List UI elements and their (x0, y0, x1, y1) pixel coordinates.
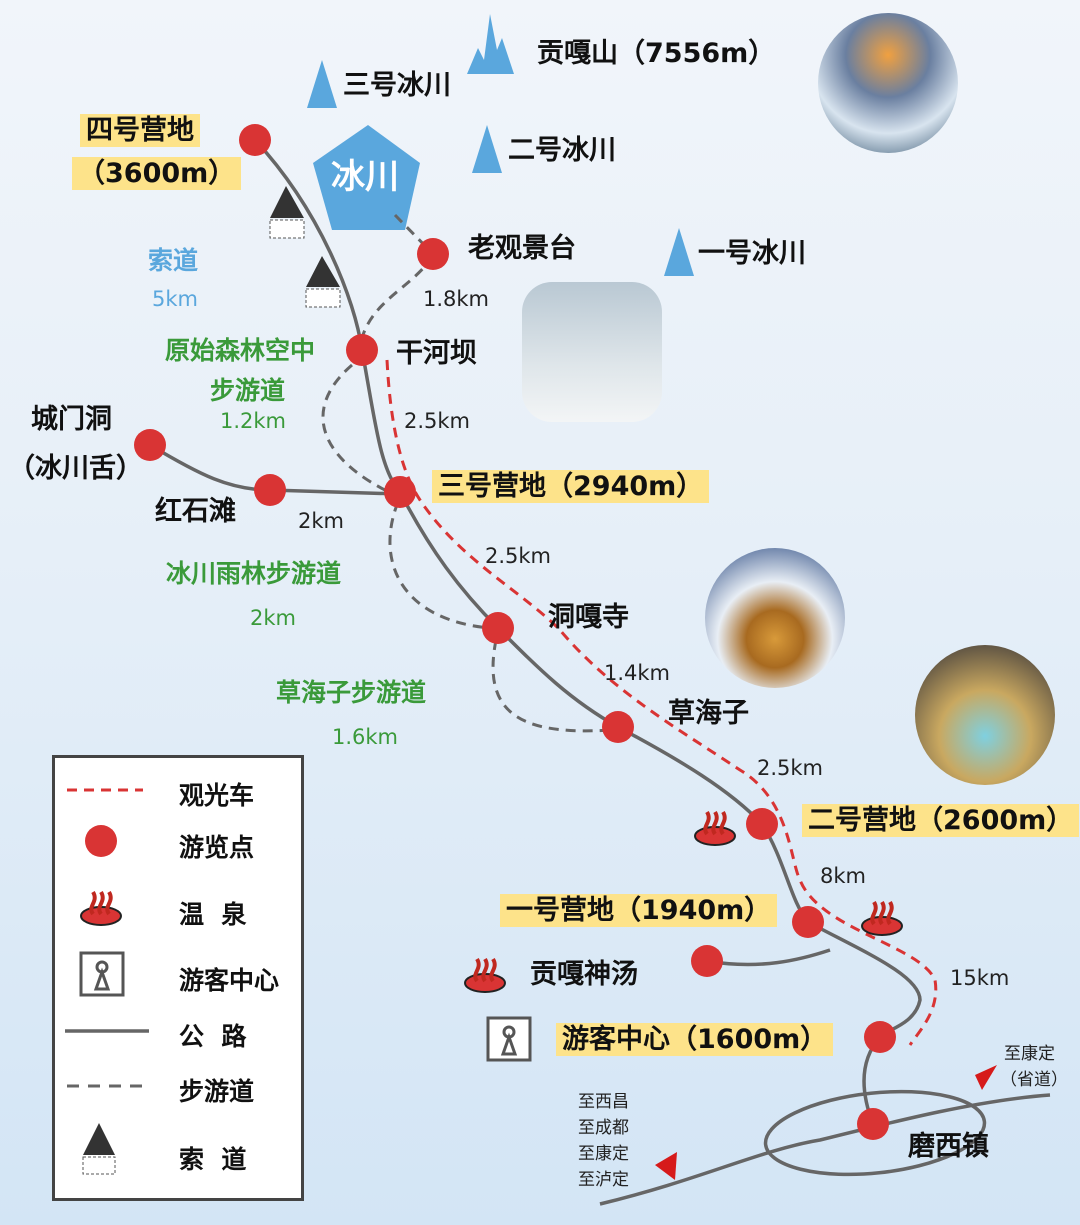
ropeway-icon (269, 186, 341, 308)
legend-hotspring-icon (80, 890, 122, 926)
glacier3-peak-icon (307, 60, 337, 108)
temple-photo (705, 548, 845, 688)
distance-camp1: 15km (950, 966, 1010, 990)
legend-visitor-icon (79, 951, 125, 997)
spot-visitor-center (864, 1021, 896, 1053)
legend-hotspring-label: 温 泉 (179, 900, 247, 929)
distance-camp3: 2.5km (485, 544, 552, 568)
legend-trail-label: 步游道 (179, 1077, 255, 1106)
gongga-photo (818, 13, 958, 153)
to-kangding-label: 至康定 (1004, 1044, 1055, 1064)
legend-road-label: 公 路 (179, 1022, 247, 1051)
donggasi-label: 洞嘎寺 (548, 602, 629, 633)
to-xichang: 至西昌 (578, 1092, 629, 1112)
glacier-pentagon-icon (313, 125, 420, 230)
arrow-kangding-icon (975, 1065, 997, 1090)
ganheba-label: 干河坝 (396, 338, 477, 369)
distance-camp2: 8km (820, 864, 866, 888)
caohaizi-label: 草海子 (668, 698, 749, 729)
forest-trail-label-1: 原始森林空中 (165, 336, 316, 365)
camp1-label: 一号营地（1940m） (500, 894, 778, 927)
ropeway-km: 5km (152, 287, 198, 311)
trail-paths (321, 213, 613, 733)
glacier1-label: 一号冰川 (698, 238, 806, 269)
moxi-label: 磨西镇 (908, 1131, 989, 1162)
distance-donggasi: 1.4km (604, 661, 671, 685)
camp3-label: 三号营地（2940m） (432, 470, 710, 503)
spot-hongshitan (254, 474, 286, 506)
spot-shentang (691, 945, 723, 977)
camp4-label: 四号营地 (80, 114, 200, 147)
gongga-peak-icon (467, 14, 522, 74)
legend-spot-icon (85, 825, 117, 857)
distance-ganheba: 2.5km (404, 409, 471, 433)
visitor-center-label: 游客中心（1600m） (556, 1023, 834, 1056)
bus-route (385, 359, 938, 1046)
to-luding: 至泸定 (578, 1170, 629, 1190)
spot-camp2 (746, 808, 778, 840)
gongga-label: 贡嘎山（7556m） (537, 38, 776, 69)
spot-camp3 (384, 476, 416, 508)
to-kangding-sub: （省道） (1000, 1070, 1068, 1090)
legend-ropeway-icon (82, 1123, 116, 1175)
spot-ganheba (346, 334, 378, 366)
old-viewpoint-label: 老观景台 (468, 233, 576, 264)
glacier-center-label: 冰川 (331, 157, 399, 197)
spot-camp4 (239, 124, 271, 156)
legend-spot-label: 游览点 (179, 833, 255, 862)
spot-donggasi (482, 612, 514, 644)
to-chengdu: 至成都 (578, 1118, 629, 1138)
shentang-label: 贡嘎神汤 (530, 959, 638, 990)
spot-camp1 (792, 906, 824, 938)
camp2-label: 二号营地（2600m） (802, 804, 1080, 837)
caohaizi-trail-label: 草海子步游道 (276, 678, 427, 707)
legend-bus-label: 观光车 (179, 781, 255, 810)
legend-symbols (65, 788, 149, 1175)
ropeway-label: 索道 (148, 246, 199, 275)
distance-viewpoint: 1.8km (423, 287, 490, 311)
rainforest-trail-km: 2km (250, 606, 296, 630)
to-kangding: 至康定 (578, 1144, 629, 1164)
hotspring-icon (464, 810, 903, 993)
glacier2-label: 二号冰川 (508, 135, 616, 166)
legend-ropeway-label: 索 道 (179, 1145, 247, 1174)
arrow-west-icon (655, 1152, 677, 1180)
hongshitan-label: 红石滩 (155, 496, 236, 527)
spot-chengmendong (134, 429, 166, 461)
spot-moxi (857, 1108, 889, 1140)
glacier2-peak-icon (472, 125, 502, 173)
forest-trail-km: 1.2km (220, 409, 287, 433)
legend: 观光车 游览点 温 泉 游客中心 公 路 步游道 索 道 (52, 755, 304, 1201)
caohaizi-trail-km: 1.6km (332, 725, 399, 749)
camp4-altitude: （3600m） (72, 157, 242, 190)
tree-photo (522, 282, 662, 422)
glacier3-label: 三号冰川 (343, 70, 451, 101)
spot-caohaizi (602, 711, 634, 743)
visitor-center-icon (486, 1016, 532, 1062)
spot-markers[interactable] (134, 124, 896, 1140)
chengmendong-sub: （冰川舌） (8, 453, 143, 484)
legend-visitor-label: 游客中心 (179, 966, 280, 995)
rainforest-trail-label: 冰川雨林步游道 (166, 559, 342, 588)
hotspring-photo (915, 645, 1055, 785)
chengmendong-label: 城门洞 (31, 404, 112, 435)
distance-hongshitan: 2km (298, 509, 344, 533)
forest-trail-label-2: 步游道 (210, 376, 286, 405)
distance-caohaizi: 2.5km (757, 756, 824, 780)
spot-old-viewpoint (417, 238, 449, 270)
glacier1-peak-icon (664, 228, 694, 276)
